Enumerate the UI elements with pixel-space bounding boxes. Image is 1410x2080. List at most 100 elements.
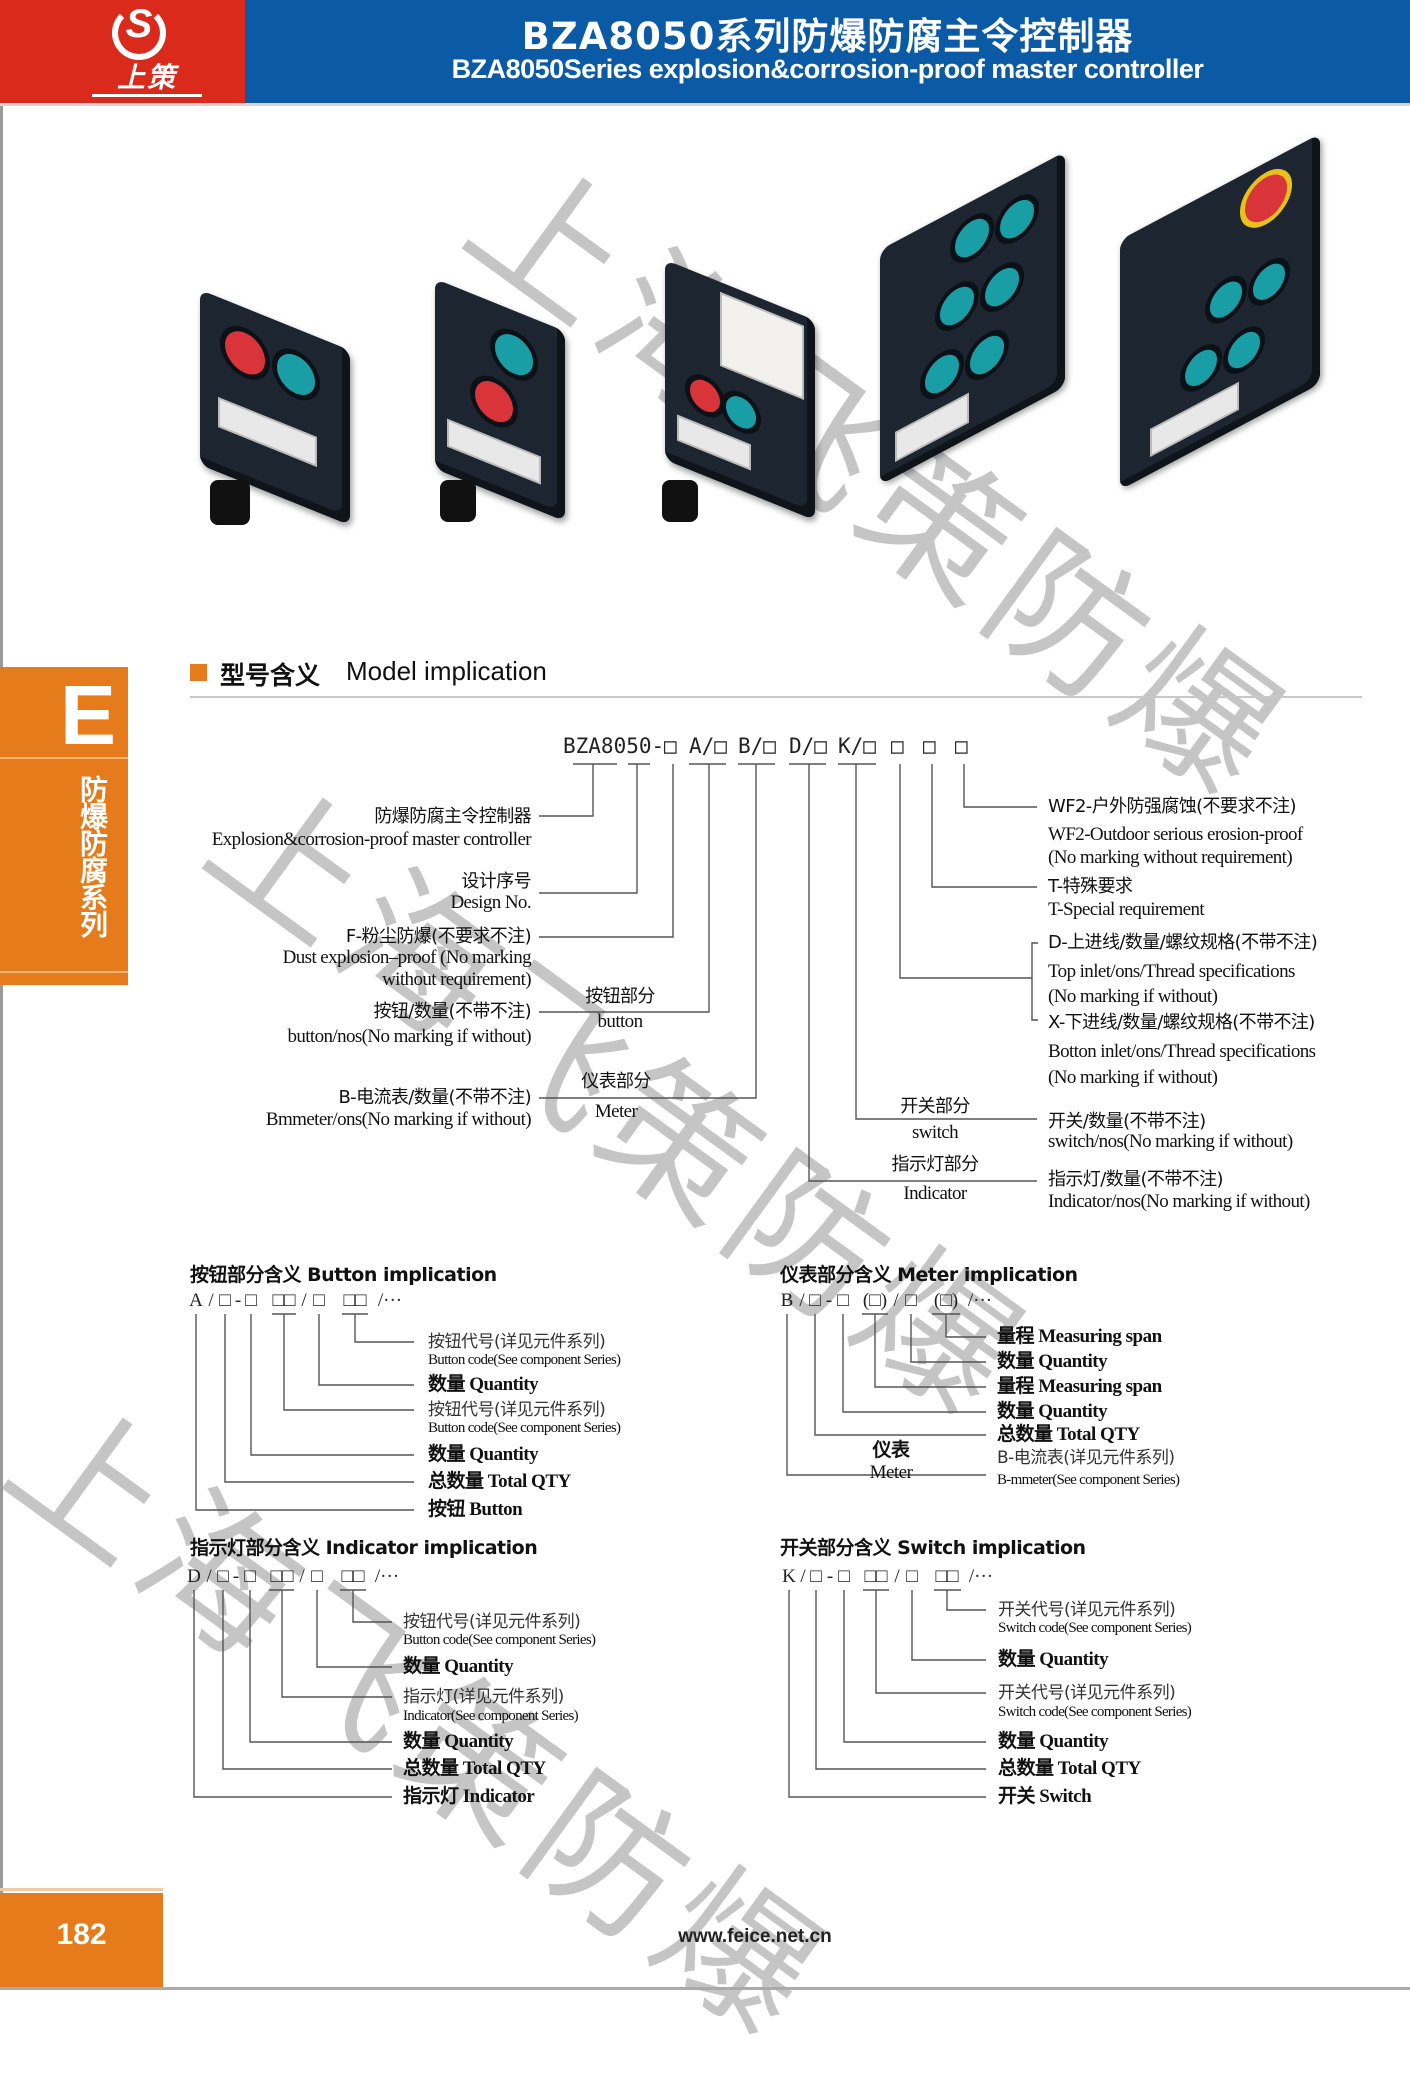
model-code-inlet: □ <box>891 734 904 758</box>
code-slash: / <box>208 1290 214 1311</box>
code-box: □ <box>219 1290 231 1311</box>
label-cn: 指示灯部分 <box>891 1154 980 1175</box>
label-cn: 防爆防腐主令控制器 <box>374 806 531 827</box>
cable-gland-icon <box>662 480 698 522</box>
code-slash: / <box>893 1290 899 1311</box>
tab-divider <box>0 757 128 759</box>
code-dash: - <box>234 1290 242 1311</box>
label-en: without requirement) <box>382 969 532 990</box>
logo-swoosh-icon <box>112 6 166 60</box>
row: 数量 Quantity <box>428 1444 539 1465</box>
code-box: □ <box>244 1566 256 1587</box>
button-diagram-lines <box>195 1313 414 1511</box>
label-cn: F-粉尘防爆(不要求不注) <box>345 926 532 947</box>
header-divider <box>0 103 1410 106</box>
code-letter: B <box>780 1290 794 1311</box>
code-dash: - <box>232 1566 240 1587</box>
code-box: □ <box>837 1290 849 1311</box>
page-number-block <box>0 1893 163 1990</box>
page-number: 182 <box>56 1918 107 1951</box>
code-box: □ <box>311 1566 323 1587</box>
switch-diagram-lines <box>788 1589 986 1798</box>
row: 总数量 Total QTY <box>428 1471 571 1492</box>
row-cn: 按钮代号(详见元件系列) <box>428 1332 606 1352</box>
category-tab <box>0 667 128 985</box>
label-cn: 开关/数量(不带不注) <box>1048 1111 1206 1132</box>
row: 开关 Switch <box>998 1786 1092 1807</box>
label-en: Indicator/nos(No marking if without) <box>1048 1191 1310 1212</box>
code-box: □ <box>906 1566 918 1587</box>
code-slash: / <box>206 1566 212 1587</box>
label-en: Meter <box>594 1101 638 1122</box>
indicator-diagram-lines <box>193 1589 392 1798</box>
code-group: □□ <box>935 1566 959 1587</box>
cable-gland-icon <box>210 480 250 525</box>
category-label: 防爆防腐系列 <box>76 775 109 937</box>
row-cn: 指示灯(详见元件系列) <box>403 1687 564 1707</box>
code-letter: A <box>189 1290 203 1311</box>
switch-implication: 开关部分含义 Switch implication K / □ - □ □□ /… <box>770 1520 1330 1820</box>
model-code-button: A/□ <box>689 734 727 758</box>
code-group: (□) <box>862 1290 888 1311</box>
row: 数量 Quantity <box>403 1731 514 1752</box>
page-title-cn: BZA8050系列防爆防腐主令控制器 <box>521 15 1134 58</box>
model-diagram-lines <box>539 763 1038 1182</box>
model-code-indicator: D/□ <box>789 734 827 758</box>
code-group: (□) <box>933 1290 959 1311</box>
code-box: □ <box>838 1566 850 1587</box>
row-en: Indicator(See component Series) <box>403 1708 579 1724</box>
row-en: Switch code(See component Series) <box>998 1620 1192 1636</box>
row: 总数量 Total QTY <box>998 1758 1141 1779</box>
row-en: Button code(See component Series) <box>428 1420 621 1436</box>
code-group: □□ <box>272 1290 296 1311</box>
row-en: Button code(See component Series) <box>403 1632 596 1648</box>
section-divider <box>190 696 1362 698</box>
footer-divider <box>0 1888 163 1891</box>
indicator-implication: 指示灯部分含义 Indicator implication D / □ - □ … <box>180 1520 740 1820</box>
label-en: Bmmeter/ons(No marking if without) <box>265 1109 532 1130</box>
label-cn: D-上进线/数量/螺纹规格(不带不注) <box>1048 932 1318 953</box>
label-en: button <box>597 1011 644 1032</box>
row: 按钮 Button <box>428 1499 523 1520</box>
label-en: Top inlet/ons/Thread specifications <box>1048 961 1295 982</box>
meter-diagram-lines <box>786 1313 986 1476</box>
label-cn: 按钮部分 <box>585 986 655 1007</box>
code-slash: / <box>894 1566 900 1587</box>
row-en: Button code(See component Series) <box>428 1352 621 1368</box>
meter-side-label-cn: 仪表 <box>872 1439 910 1461</box>
code-slash: / <box>800 1566 806 1587</box>
row: 数量 Quantity <box>428 1374 539 1395</box>
button-implication: 按钮部分含义 Button implication A / □ - □ □□ /… <box>180 1250 740 1550</box>
row: 总数量 Total QTY <box>997 1424 1140 1445</box>
code-box: □ <box>810 1566 822 1587</box>
model-code-dust: □ <box>664 734 677 758</box>
label-cn: 按钮/数量(不带不注) <box>373 1001 531 1022</box>
label-cn: 仪表部分 <box>581 1071 651 1092</box>
label-en: Botton inlet/ons/Thread specifications <box>1048 1041 1316 1062</box>
model-code-base: BZA8050- <box>563 734 665 758</box>
row-cn: B-电流表(详见元件系列) <box>997 1448 1175 1468</box>
label-cn: T-特殊要求 <box>1048 876 1133 897</box>
row: 数量 Quantity <box>403 1656 514 1677</box>
code-letter: D <box>187 1566 201 1587</box>
code-tail: /··· <box>377 1290 403 1311</box>
category-letter: E <box>60 668 117 762</box>
meter-implication: 仪表部分含义 Meter implication B / □ - □ (□) /… <box>770 1250 1330 1550</box>
code-group: □□ <box>341 1566 365 1587</box>
code-tail: /··· <box>967 1290 993 1311</box>
label-cn: X-下进线/数量/螺纹规格(不带不注) <box>1048 1012 1315 1033</box>
section-title-cn: 型号含义 <box>220 661 321 690</box>
code-slash: / <box>301 1290 307 1311</box>
code-tail: /··· <box>968 1566 994 1587</box>
label-en: WF2-Outdoor serious erosion-proof <box>1048 824 1303 845</box>
page-bottom-border <box>0 1987 1410 1990</box>
row: 数量 Quantity <box>998 1649 1109 1670</box>
logo-letter: S <box>125 2 153 46</box>
code-box: □ <box>809 1290 821 1311</box>
logo-text: 上策 <box>92 62 202 97</box>
section-bullet-icon <box>190 664 207 681</box>
row: 数量 Quantity <box>998 1731 1109 1752</box>
code-slash: / <box>299 1566 305 1587</box>
website-link[interactable]: www.feice.net.cn <box>678 1926 832 1947</box>
label-cn: 设计序号 <box>461 871 531 892</box>
